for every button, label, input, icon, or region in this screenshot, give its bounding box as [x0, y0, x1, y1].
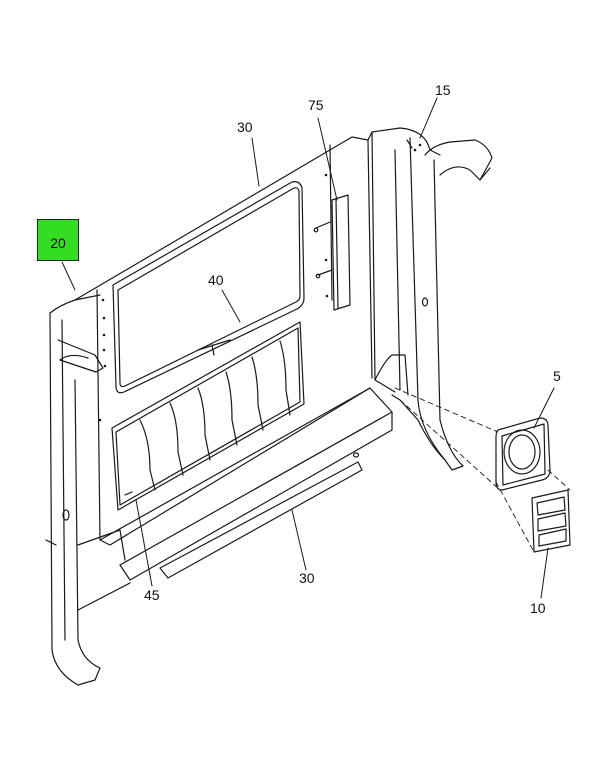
leader-75: [317, 117, 338, 201]
leader-40: [221, 289, 241, 323]
leader-30-bottom: [291, 509, 307, 571]
leader-15: [419, 97, 438, 139]
callout-45[interactable]: 45: [144, 587, 160, 603]
right-side-post: [367, 127, 493, 471]
speaker-bracket: [531, 489, 571, 553]
leader-10: [540, 547, 549, 599]
callout-5[interactable]: 5: [553, 368, 561, 384]
leader-5: [533, 387, 555, 429]
window-panel: [112, 181, 305, 394]
vertical-rail: [313, 194, 351, 311]
callout-30-bottom[interactable]: 30: [299, 570, 315, 586]
left-pillar: [45, 294, 104, 686]
leader-45: [135, 499, 153, 587]
kick-panel: [77, 387, 393, 611]
callout-10[interactable]: 10: [530, 600, 546, 616]
assembly-lines: [394, 387, 571, 553]
panel-holes: [98, 143, 422, 422]
callout-30-top[interactable]: 30: [237, 119, 253, 135]
highlighted-callout-20[interactable]: 20: [37, 219, 79, 261]
leader-lines: [61, 97, 555, 599]
speaker-grille: [495, 417, 551, 491]
callout-15[interactable]: 15: [435, 82, 451, 98]
callout-75[interactable]: 75: [308, 97, 324, 113]
callout-20-label: 20: [50, 235, 66, 251]
leader-20: [61, 261, 76, 291]
storage-panel: [111, 321, 305, 511]
leader-30-top: [251, 137, 260, 187]
callout-40[interactable]: 40: [208, 272, 224, 288]
